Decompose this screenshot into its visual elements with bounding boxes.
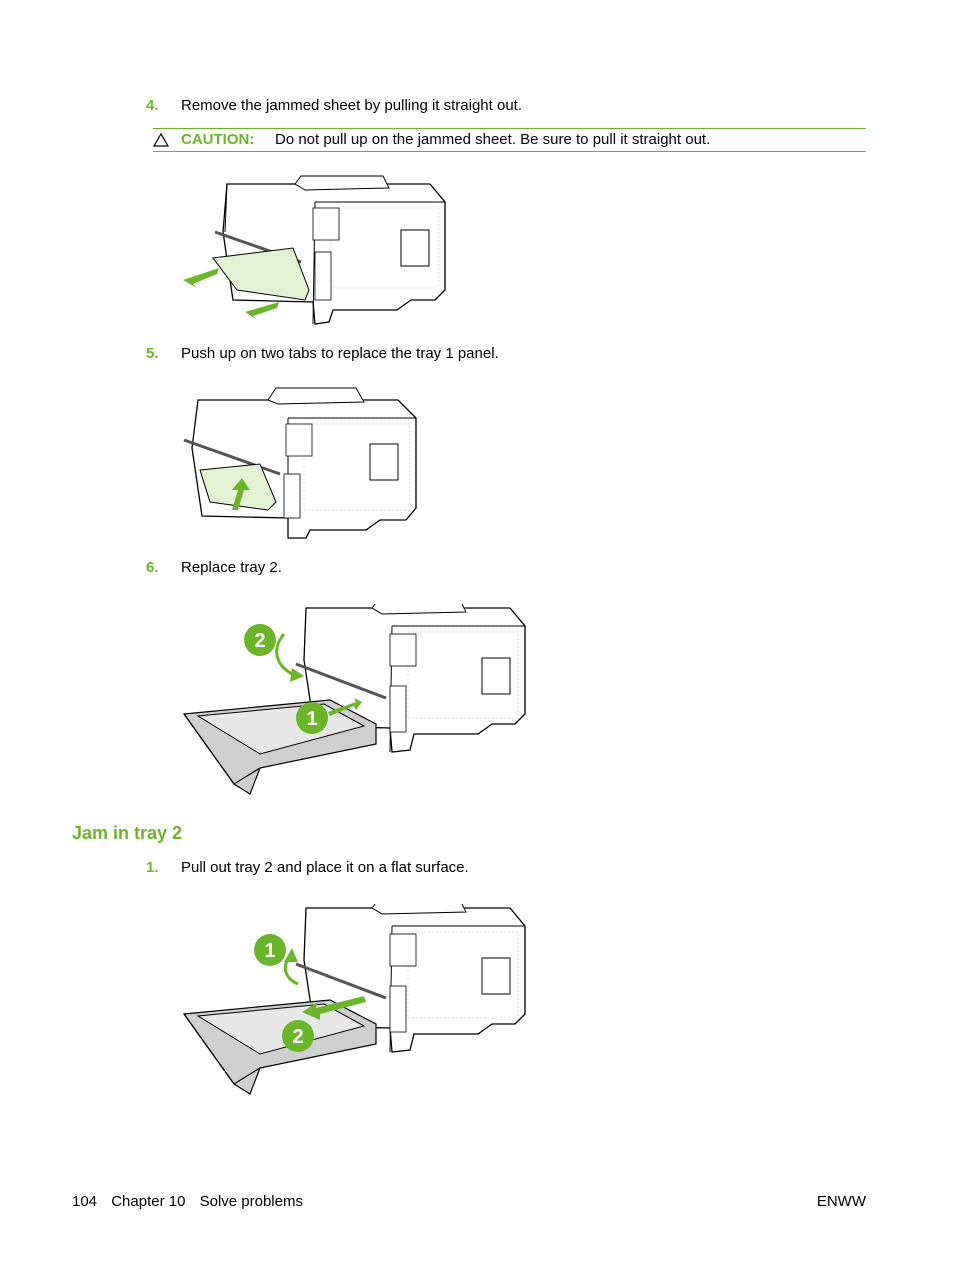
printer-replace-tray1-panel-figure bbox=[183, 387, 417, 539]
page-number: 104 bbox=[72, 1193, 98, 1210]
printer-pull-out-tray2-figure: 1 2 bbox=[182, 904, 526, 1095]
caution-text: Do not pull up on the jammed sheet. Be s… bbox=[275, 131, 711, 148]
chapter-title: Solve problems bbox=[199, 1193, 303, 1210]
callout-number: 2 bbox=[292, 1026, 303, 1048]
callout-number: 1 bbox=[264, 940, 275, 962]
chapter-label: Chapter 10 bbox=[111, 1193, 186, 1210]
step-number: 5. bbox=[146, 345, 159, 362]
caution-note: CAUTION: Do not pull up on the jammed sh… bbox=[153, 128, 866, 152]
step-text: Pull out tray 2 and place it on a flat s… bbox=[181, 859, 469, 876]
callout-marker bbox=[282, 1020, 314, 1052]
step-text: Push up on two tabs to replace the tray … bbox=[181, 345, 499, 362]
caution-label: CAUTION: bbox=[181, 131, 255, 148]
callout-number: 2 bbox=[254, 630, 265, 652]
step-number: 4. bbox=[146, 97, 159, 114]
step-text: Replace tray 2. bbox=[181, 559, 282, 576]
footer-code: ENWW bbox=[816, 1193, 866, 1210]
step-text: Remove the jammed sheet by pulling it st… bbox=[181, 97, 523, 114]
printer-replace-tray2-figure: 2 1 bbox=[182, 604, 526, 795]
callout-number: 1 bbox=[306, 708, 317, 730]
caution-icon bbox=[153, 132, 169, 147]
step-number: 6. bbox=[146, 559, 159, 576]
printer-remove-jammed-sheet-figure bbox=[183, 175, 446, 325]
callout-marker bbox=[296, 702, 328, 734]
step-number: 1. bbox=[146, 859, 159, 876]
section-heading: Jam in tray 2 bbox=[72, 823, 183, 843]
page-footer: 104 Chapter 10 Solve problems bbox=[72, 1193, 313, 1211]
callout-marker bbox=[244, 624, 276, 656]
callout-marker bbox=[254, 934, 286, 966]
